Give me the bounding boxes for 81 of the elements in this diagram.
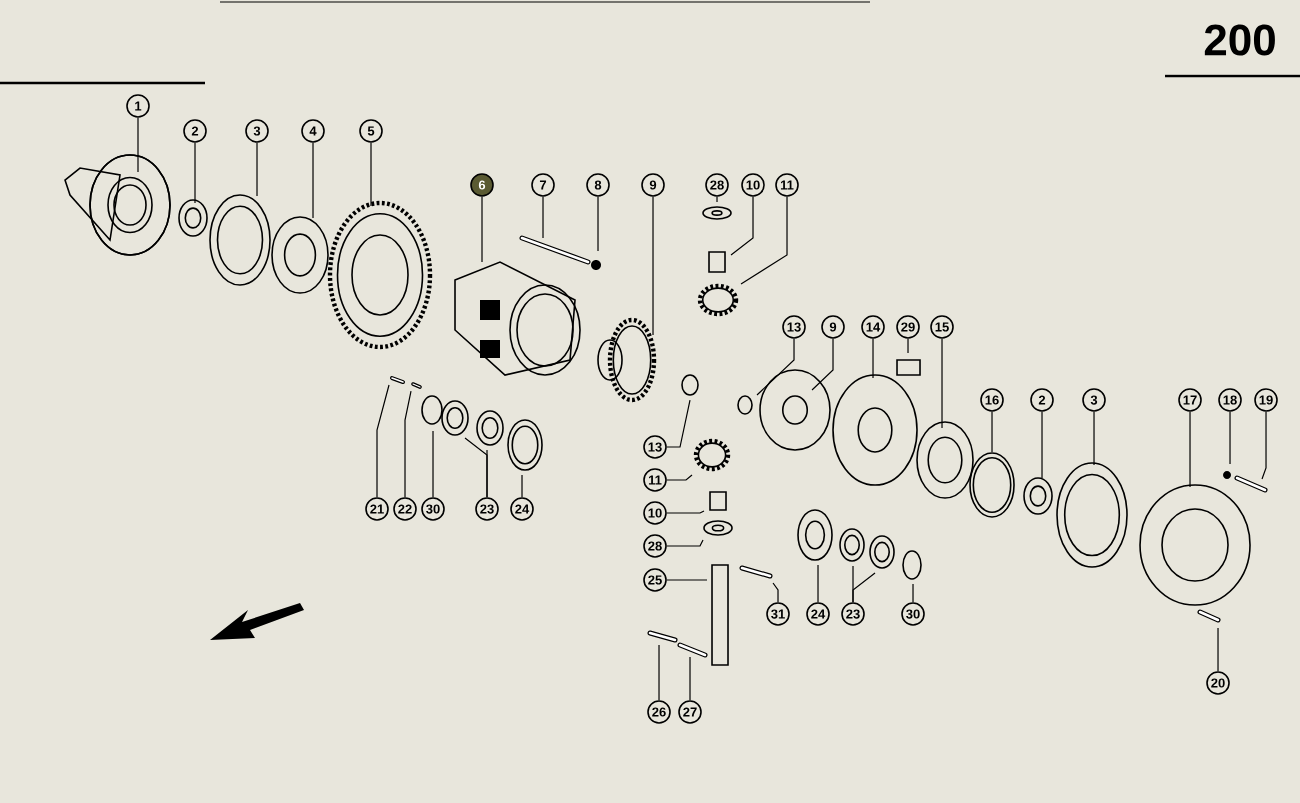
callout-number: 15 [930, 315, 954, 339]
callout-number: 18 [1218, 388, 1242, 412]
callout-number: 30 [901, 602, 925, 626]
leader-line [689, 656, 691, 701]
leader-line [817, 564, 819, 603]
leader-line [256, 142, 258, 197]
callout-number: 2 [183, 119, 207, 143]
callout-number: 7 [531, 173, 555, 197]
leader-line [941, 338, 943, 429]
callout-number: 1 [126, 94, 150, 118]
callout-number: 21 [365, 497, 389, 521]
callout-number: 30 [421, 497, 445, 521]
callout-number: 9 [641, 173, 665, 197]
leader-line [542, 196, 544, 239]
leader-line [194, 142, 196, 204]
leader-line [370, 142, 372, 207]
callout-number: 2 [1030, 388, 1054, 412]
callout-number: 22 [393, 497, 417, 521]
callout-number: 20 [1206, 671, 1230, 695]
callout-number: 3 [1082, 388, 1106, 412]
leader-line [772, 582, 779, 603]
callout-number: 23 [475, 497, 499, 521]
callout-number: 8 [586, 173, 610, 197]
callout-number: 9 [821, 315, 845, 339]
callout-number: 10 [741, 173, 765, 197]
leader-line [872, 338, 874, 379]
leader-line [658, 644, 660, 701]
callout-number: 28 [643, 534, 667, 558]
callout-number: 11 [775, 173, 799, 197]
callout-number: 28 [705, 173, 729, 197]
callout-number: 16 [980, 388, 1004, 412]
leader-line [521, 474, 523, 498]
leader-line [716, 196, 718, 203]
leader-line [1189, 411, 1191, 488]
callout-number: 17 [1178, 388, 1202, 412]
callout-number: 24 [510, 497, 534, 521]
leader-line [1093, 411, 1095, 466]
leader-line [486, 449, 488, 498]
leader-line [811, 338, 834, 391]
callout-number: 29 [896, 315, 920, 339]
callout-number: 31 [766, 602, 790, 626]
leader-line [666, 474, 693, 481]
callout-number: 10 [643, 501, 667, 525]
leader-line [597, 196, 599, 252]
leader-line [730, 196, 754, 256]
leader-line [312, 142, 314, 219]
leader-line [756, 338, 795, 396]
leader-line [666, 539, 704, 547]
callout-number: 13 [782, 315, 806, 339]
leader-line [1041, 411, 1043, 479]
leader-line [1261, 411, 1267, 480]
leader-line [1229, 411, 1231, 465]
leader-line [481, 196, 483, 263]
leader-line [912, 583, 914, 603]
callout-number: 14 [861, 315, 885, 339]
leader-line [652, 196, 654, 336]
callout-number: 19 [1254, 388, 1278, 412]
callout-number: 4 [301, 119, 325, 143]
leader-line [376, 384, 390, 498]
callout-number: 6 [470, 173, 494, 197]
leader-line [1217, 627, 1219, 672]
leader-line [666, 510, 705, 514]
leader-line [404, 390, 412, 498]
callout-number: 5 [359, 119, 383, 143]
callout-number: 27 [678, 700, 702, 724]
leader-line [432, 430, 434, 498]
leader-line [852, 572, 876, 603]
leader-line [666, 399, 691, 448]
leader-line [666, 579, 708, 581]
leader-line [137, 117, 139, 173]
page-number: 200 [1204, 24, 1275, 56]
leader-line [740, 196, 788, 285]
leader-line [907, 338, 909, 354]
callout-number: 13 [643, 435, 667, 459]
callout-number: 23 [841, 602, 865, 626]
callout-number: 26 [647, 700, 671, 724]
callout-number: 3 [245, 119, 269, 143]
callout-number: 25 [643, 568, 667, 592]
leader-line [991, 411, 993, 453]
callout-number: 11 [643, 468, 667, 492]
callout-number: 24 [806, 602, 830, 626]
